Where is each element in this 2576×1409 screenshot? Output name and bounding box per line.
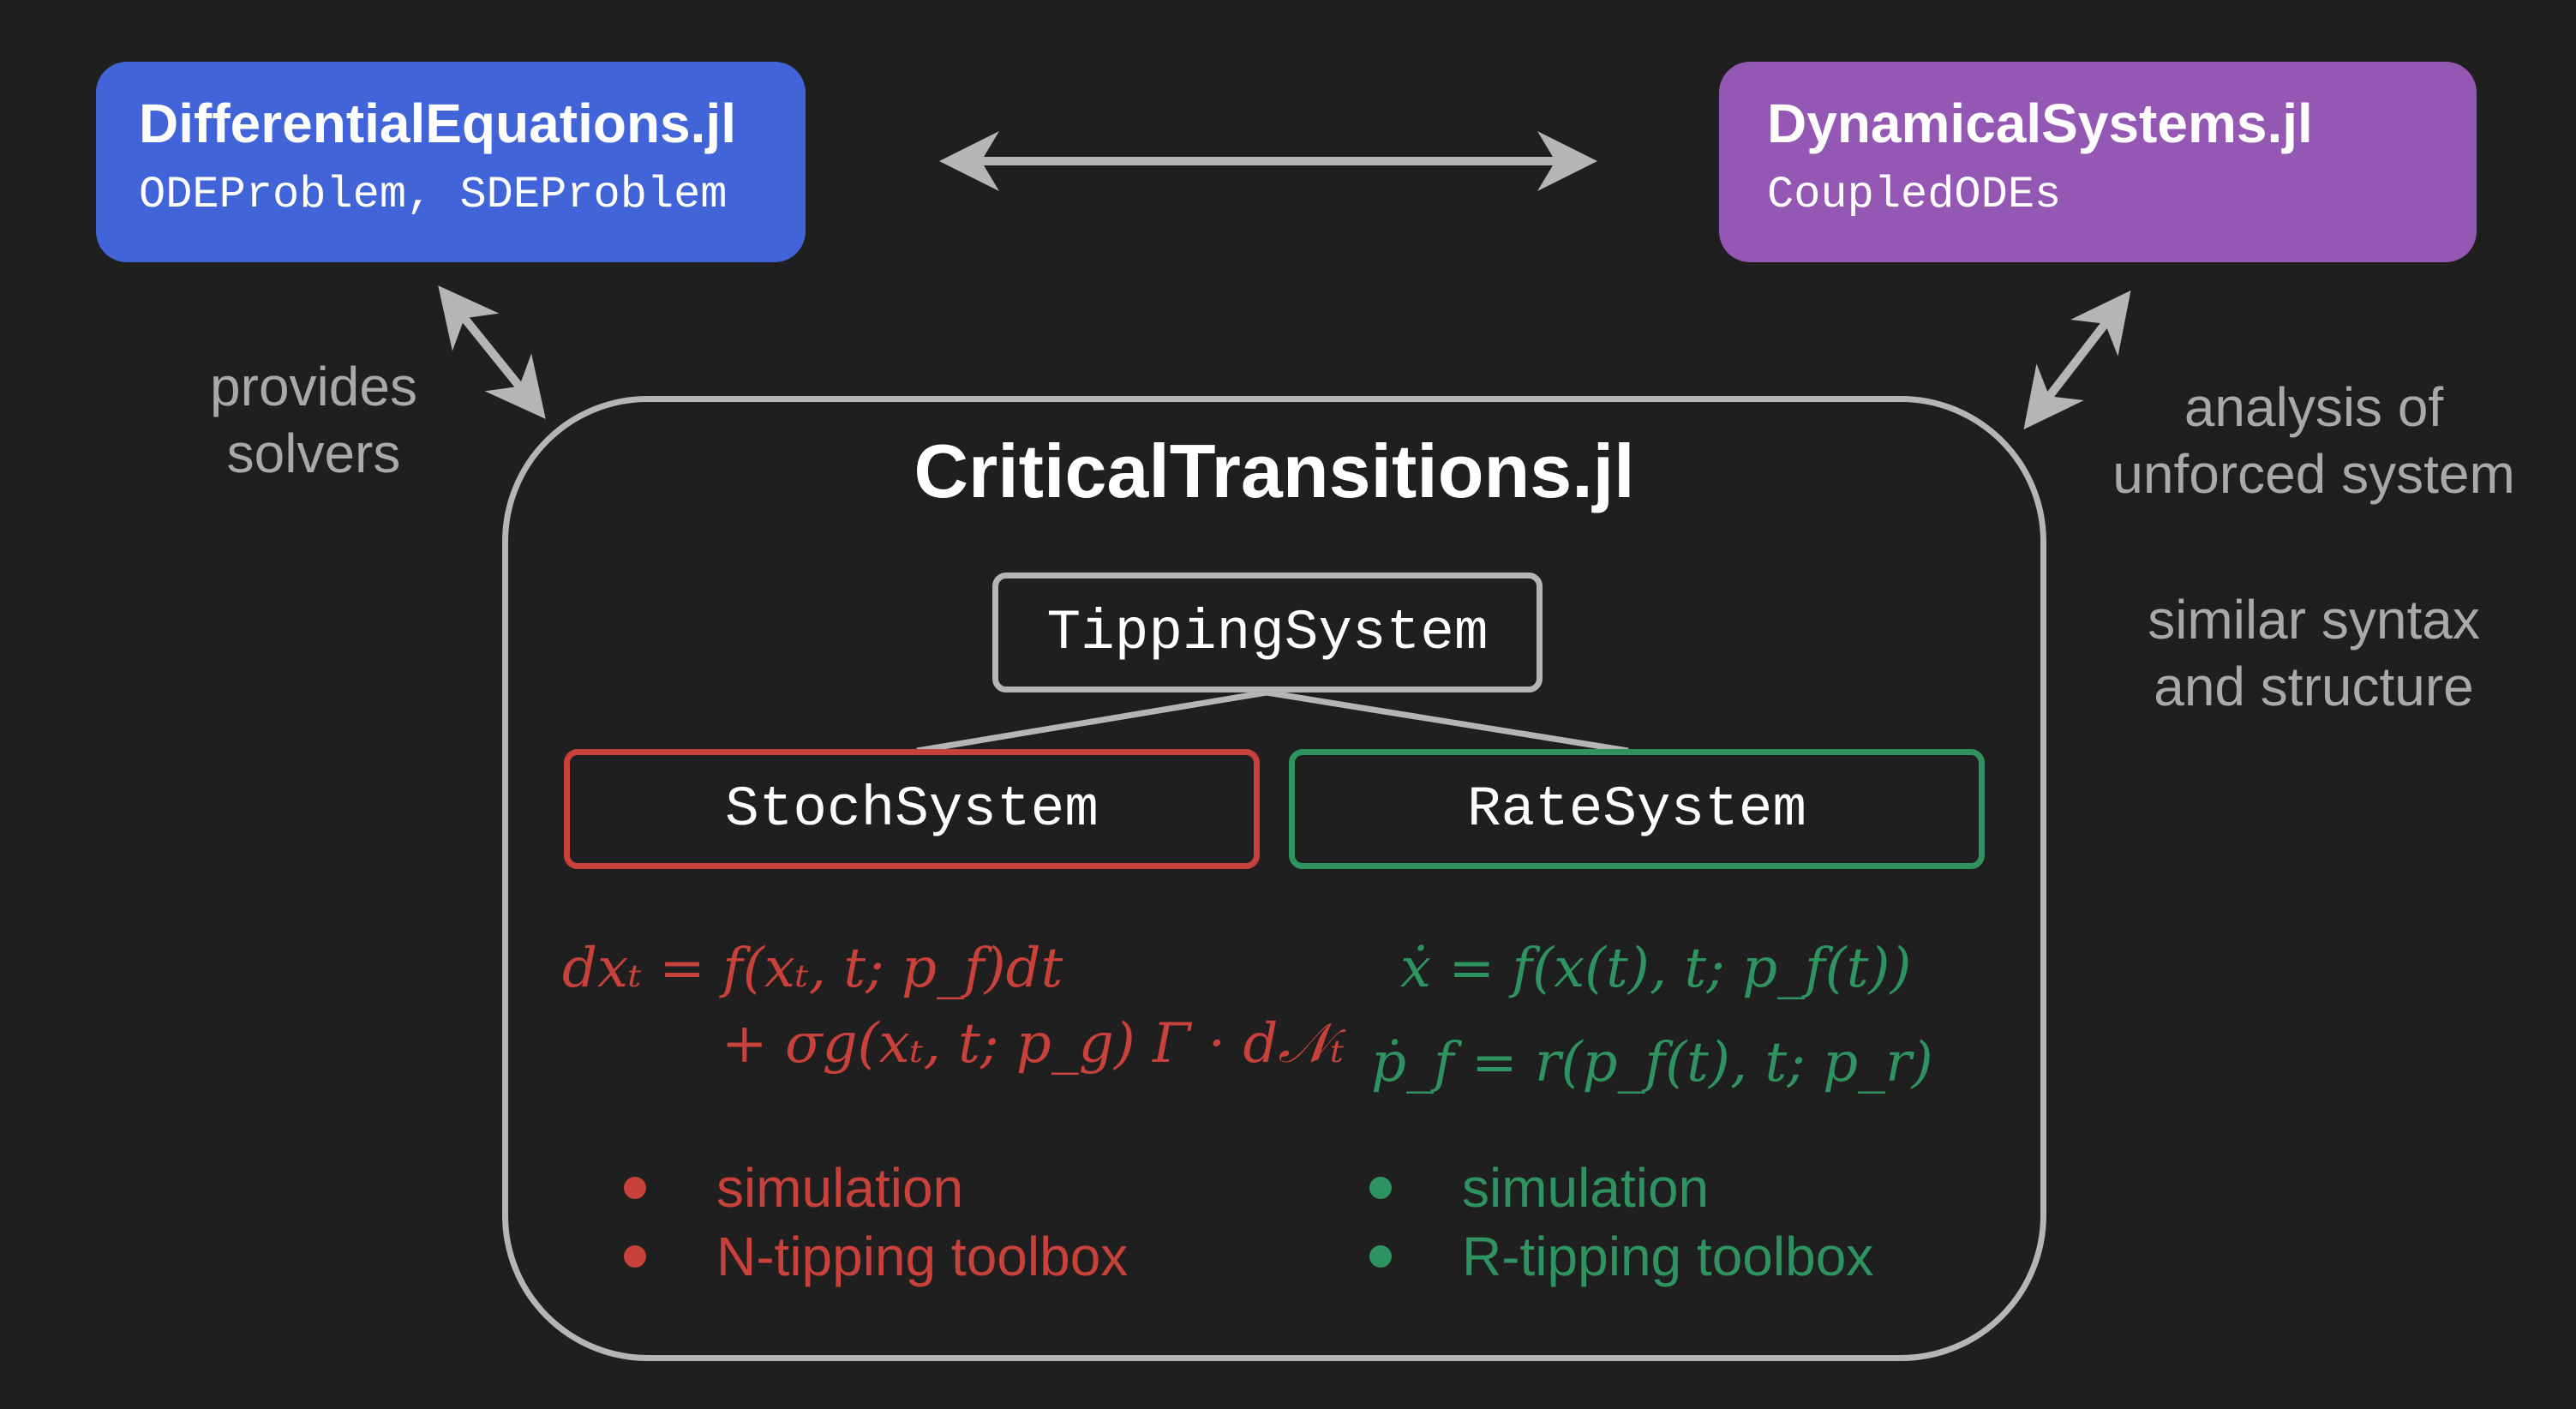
bullet-icon [624,1177,646,1199]
tipping-system-label: TippingSystem [1046,600,1489,665]
stoch-feature-list: simulation N-tipping toolbox [617,1154,1128,1291]
dynamicalsystems-package-box: DynamicalSystems.jl CoupledODEs [1719,62,2477,262]
double-arrow-left [438,285,546,419]
tree-branch-stoch [916,689,1267,754]
similar-syntax-label: similar syntax and structure [2148,589,2480,717]
bullet-icon [1369,1245,1392,1268]
stoch-equation-line1: dxₜ = f(xₜ, t; p_f)dt [562,937,1063,1000]
rate-equation-line1: ẋ = f(x(t), t; p_f(t)) [1400,937,1912,1000]
package-subtitle: ODEProblem, SDEProblem [139,170,728,220]
list-item: simulation [617,1154,1128,1222]
stoch-system-label: StochSystem [725,776,1099,842]
analysis-label: analysis of unforced system [2112,376,2515,505]
rate-system-box: RateSystem [1289,749,1985,869]
bullet-icon [624,1245,646,1268]
main-title: CriticalTransitions.jl [914,429,1635,513]
stoch-equation-line2: + σg(xₜ, t; p_g) Γ · d𝒩ₜ [722,1012,1345,1076]
tree-branch-rate [1266,689,1629,754]
double-arrow-right [2023,290,2131,430]
tipping-system-box: TippingSystem [992,573,1543,693]
bullet-icon [1369,1177,1392,1199]
provides-solvers-label: provides solvers [210,356,417,484]
differentialequations-package-box: DifferentialEquations.jl ODEProblem, SDE… [96,62,806,262]
package-title: DynamicalSystems.jl [1767,93,2313,154]
package-title: DifferentialEquations.jl [139,93,736,154]
rate-feature-list: simulation R-tipping toolbox [1363,1154,1873,1291]
rate-equation-line2: ṗ_f = r(p_f(t), t; p_r) [1371,1031,1933,1094]
stoch-system-box: StochSystem [564,749,1260,869]
package-subtitle: CoupledODEs [1767,170,2062,220]
criticaltransitions-frame [502,396,2046,1361]
rate-system-label: RateSystem [1466,776,1807,842]
list-item: R-tipping toolbox [1363,1222,1873,1291]
list-item: N-tipping toolbox [617,1222,1128,1291]
list-item: simulation [1363,1154,1873,1222]
